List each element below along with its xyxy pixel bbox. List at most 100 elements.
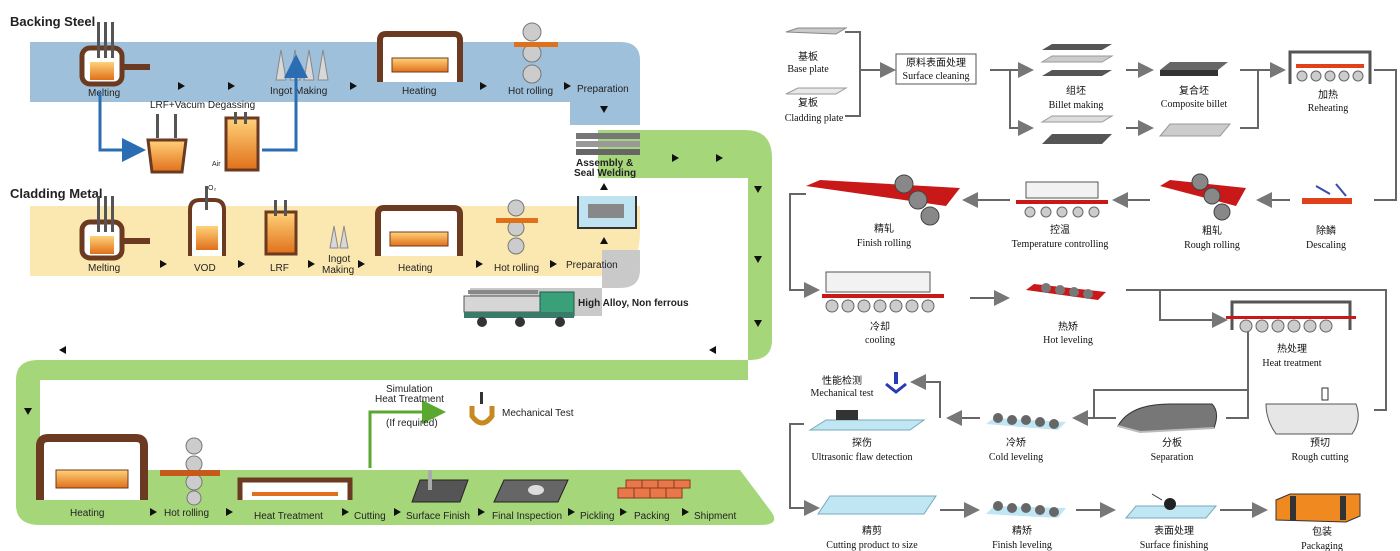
flow-arrow-icon	[716, 154, 723, 162]
rough-cn: 粗轧	[1202, 224, 1222, 237]
step-hot-rolling-backing: Hot rolling	[508, 86, 553, 97]
truck-icon	[463, 290, 575, 327]
reheat-en: Reheating	[1308, 103, 1349, 114]
clad-en: Cladding plate	[785, 113, 844, 124]
flow-arrow-icon	[59, 346, 66, 354]
coldlev-en: Cold leveling	[989, 452, 1043, 463]
assembly-label-1: Assembly &	[576, 158, 633, 169]
flow-arrow-icon	[476, 260, 483, 268]
heat-treatment-furnace-icon	[237, 477, 353, 500]
hot-leveling-icon	[1026, 283, 1106, 300]
header-cladding: Cladding Metal	[10, 186, 102, 201]
flow-arrow-icon	[228, 82, 235, 90]
rough-cutting-icon	[1265, 387, 1359, 435]
flow-arrow-icon	[600, 237, 608, 244]
mech-en: Mechanical test	[810, 388, 873, 399]
base-plate-icon	[785, 27, 848, 35]
surface-finish-icon	[411, 470, 469, 503]
finlev-cn: 精矫	[1012, 524, 1032, 537]
o2-label: O₂	[208, 185, 216, 192]
melting-furnace-clad-icon	[79, 196, 150, 261]
flow-arrow-icon	[342, 508, 349, 516]
assembly-plates-icon	[576, 133, 640, 155]
simulation-arrow	[368, 400, 446, 468]
cool-en: cooling	[865, 335, 895, 346]
step-surface-finish: Surface Finish	[406, 511, 470, 522]
surffin-cn: 表面处理	[1154, 524, 1194, 537]
right-connectors	[789, 31, 1397, 518]
heating-furnace-icon	[377, 31, 463, 82]
base-cn: 基板	[798, 50, 818, 63]
flow-arrow-icon	[600, 183, 608, 190]
step-melting-clad: Melting	[88, 263, 120, 274]
step-vod: VOD	[194, 263, 216, 274]
welding-tank-icon	[577, 196, 637, 229]
high-alloy-label: High Alloy, Non ferrous	[578, 298, 689, 309]
step-ingot-clad-1: Ingot	[328, 254, 350, 265]
descaling-icon	[1302, 183, 1352, 204]
finish-cn: 精轧	[874, 222, 894, 235]
flow-arrow-icon	[564, 82, 571, 90]
reheat-cn: 加热	[1318, 88, 1338, 101]
cooling-icon	[822, 271, 944, 313]
step-ingot-making: Ingot Making	[270, 86, 327, 97]
pack-cn: 包装	[1312, 525, 1332, 538]
flow-arrow-icon	[350, 82, 357, 90]
descale-en: Descaling	[1306, 240, 1346, 251]
step-cutting: Cutting	[354, 511, 386, 522]
branch-arrow	[98, 92, 146, 162]
flow-arrow-icon	[550, 260, 557, 268]
simulation-label-1: Simulation	[386, 384, 433, 395]
flow-arrow-icon	[226, 508, 233, 516]
coldlev-cn: 冷矫	[1006, 436, 1026, 449]
ultra-en: Ultrasonic flaw detection	[811, 452, 912, 463]
step-final-inspection: Final Inspection	[492, 511, 562, 522]
flow-arrow-icon	[682, 508, 689, 516]
surface-en: Surface cleaning	[903, 71, 970, 82]
air-label: Air	[212, 161, 221, 168]
billet-making-2-icon	[1040, 115, 1114, 144]
flow-arrow-icon	[358, 260, 365, 268]
heating-furnace-bottom-icon	[36, 434, 148, 500]
flow-arrow-icon	[394, 508, 401, 516]
packing-icon	[617, 479, 691, 499]
flow-arrow-icon	[178, 82, 185, 90]
step-heating-backing: Heating	[402, 86, 436, 97]
flow-arrow-icon	[568, 508, 575, 516]
pack-en: Packaging	[1301, 541, 1343, 551]
step-pickling: Pickling	[580, 511, 614, 522]
flow-arrow-icon	[308, 260, 315, 268]
flow-arrow-icon	[238, 260, 245, 268]
hotlev-cn: 热矫	[1058, 320, 1078, 333]
roughcut-cn: 预切	[1310, 437, 1330, 449]
step-hot-rolling-clad: Hot rolling	[494, 263, 539, 274]
mech-cn: 性能检测	[822, 374, 862, 387]
descale-cn: 除鳞	[1316, 224, 1336, 237]
final-inspection-icon	[493, 479, 569, 503]
flow-arrow-icon	[160, 260, 167, 268]
step-lrf: LRF	[270, 263, 289, 274]
reheating-furnace-icon	[1288, 50, 1372, 84]
flow-arrow-icon	[709, 346, 716, 354]
billet-making-icon	[1040, 44, 1114, 76]
assembly-label-2: Seal Welding	[574, 168, 636, 179]
rolling-mill-clad-icon	[496, 199, 538, 255]
cold-leveling-icon	[986, 413, 1066, 430]
cutsize-en: Cutting product to size	[826, 540, 918, 551]
billet-cn: 组坯	[1066, 84, 1086, 97]
rolling-mill-icon	[514, 22, 558, 84]
degassing-label: LRF+Vacum Degassing	[150, 100, 255, 111]
step-ingot-clad-2: Making	[322, 265, 354, 276]
surffin-en: Surface finishing	[1140, 540, 1209, 551]
branch-arrow	[262, 54, 308, 152]
finish-rolling-icon	[806, 174, 960, 226]
clad-cn: 复板	[798, 96, 818, 109]
flow-arrow-icon	[478, 508, 485, 516]
temp-cn: 控温	[1050, 223, 1070, 236]
heat-en: Heat treatment	[1262, 358, 1321, 369]
composite-billet-2-icon	[1158, 123, 1232, 137]
step-heating-bottom: Heating	[70, 508, 104, 519]
flow-arrow-icon	[150, 508, 157, 516]
roughcut-en: Rough cutting	[1292, 452, 1349, 463]
